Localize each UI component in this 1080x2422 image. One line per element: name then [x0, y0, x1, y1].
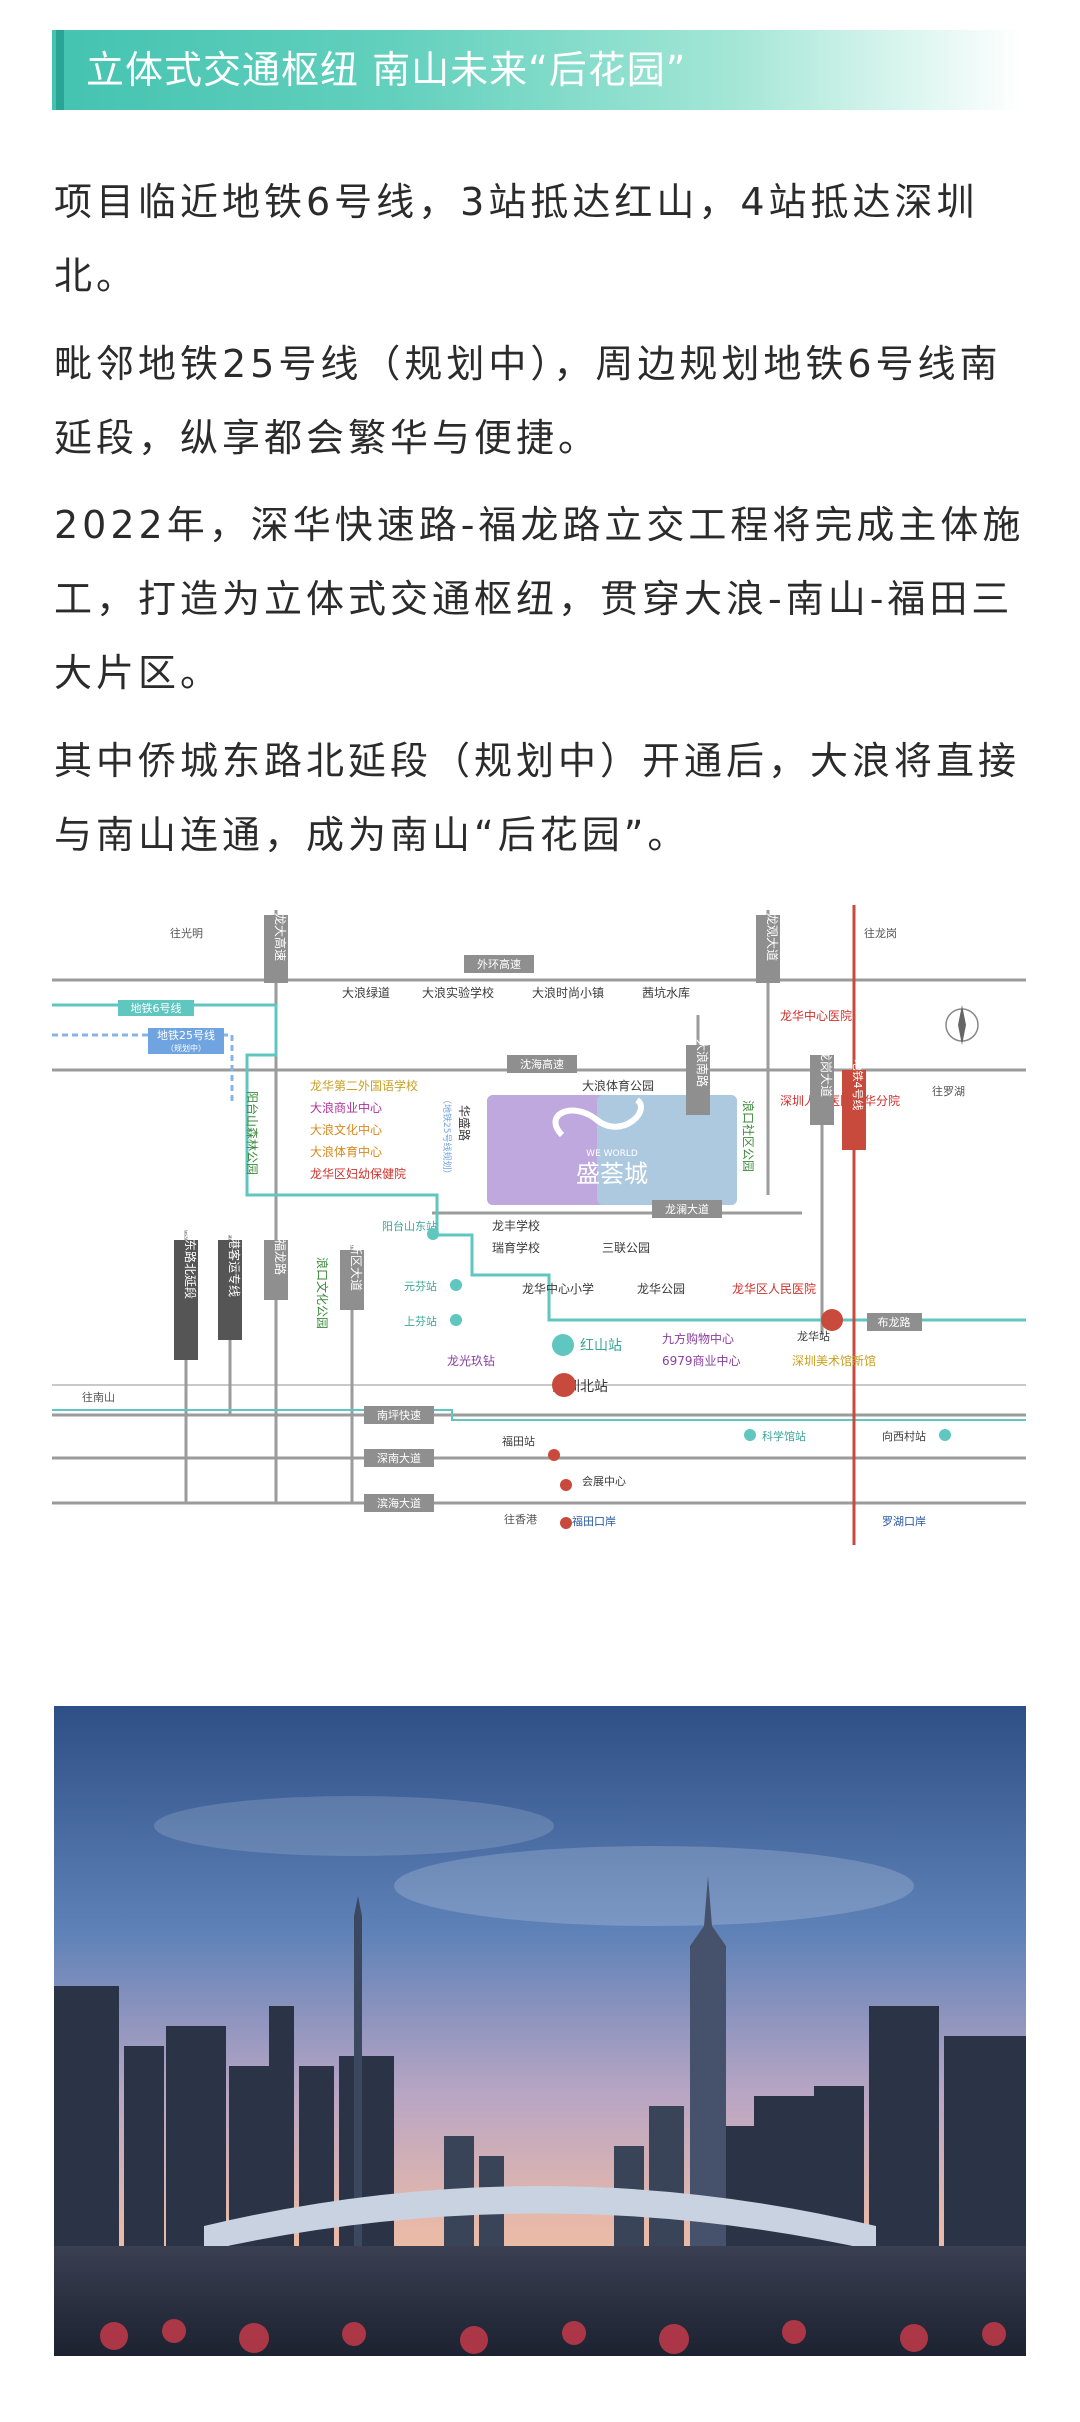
label-line4: 地铁4号线	[851, 1060, 865, 1111]
station-yangtaishan-east: 阳台山东站	[382, 1219, 437, 1233]
station-hongshan: 红山站	[580, 1338, 622, 1354]
metro-line25	[52, 1033, 234, 1105]
poi-6979-center: 6979商业中心	[662, 1353, 741, 1368]
civic-center-roof	[204, 2186, 876, 2251]
label-dalang-south: 大浪南路	[695, 1039, 710, 1087]
station-icon	[560, 1479, 572, 1491]
poi-longfeng-school: 龙丰学校	[492, 1218, 540, 1233]
paragraph-metro-line6: 项目临近地铁6号线，3站抵达红山，4站抵达深圳北。	[54, 180, 979, 298]
city-skyline-photo	[54, 1706, 1026, 2356]
poi-longhua-central-hospital: 龙华中心医院	[780, 1008, 852, 1023]
station-icon	[744, 1429, 756, 1441]
dir-hongkong: 往香港	[504, 1512, 537, 1526]
station-huizhan: 会展中心	[582, 1475, 626, 1488]
station-icon	[450, 1314, 462, 1326]
poi-dalang-school: 大浪实验学校	[422, 985, 494, 1000]
label-bulong: 布龙路	[878, 1316, 911, 1329]
poi-longguang-jiuzuan: 龙光玖钻	[447, 1353, 495, 1368]
label-nanping: 南坪快速	[377, 1409, 421, 1422]
poi-longhua-primary: 龙华中心小学	[522, 1281, 594, 1296]
poi-longhua-foreign-school: 龙华第二外国语学校	[310, 1078, 418, 1093]
dir-luohu: 往罗湖	[932, 1084, 965, 1098]
station-icon	[450, 1279, 462, 1291]
label-longda: 龙大高速	[273, 913, 288, 961]
poi-shenzhen-people-hospital: 深圳人民医院龙华分院	[780, 1094, 900, 1108]
label-binhai: 滨海大道	[377, 1496, 421, 1510]
dir-nanshan: 往南山	[82, 1390, 115, 1404]
station-yuanfen: 元芬站	[404, 1279, 437, 1293]
station-icon	[560, 1517, 572, 1529]
paragraph-interchange: 2022年，深华快速路-福龙路立交工程将完成主体施工，打造为立体式交通枢纽，贯穿…	[54, 503, 1025, 695]
station-icon	[939, 1429, 951, 1441]
poi-dalang-greenway: 大浪绿道	[342, 985, 390, 1000]
poi-dalang-town: 大浪时尚小镇	[532, 985, 604, 1000]
label-langkou-community: 浪口社区公园	[741, 1100, 756, 1172]
dir-longgang: 往龙岗	[864, 926, 897, 940]
paragraph-qiaocheng-road: 其中侨城东路北延段（规划中）开通后，大浪将直接与南山连通，成为南山“后花园”。	[54, 739, 1021, 857]
label-guangshen: 广深港客运专线	[227, 1213, 242, 1297]
project-name: 盛荟城	[576, 1160, 648, 1188]
poi-art-museum: 深圳美术馆新馆	[792, 1353, 876, 1368]
section-header: 立体式交通枢纽 南山未来“后花园”	[52, 30, 1022, 110]
label-shenhai: 沈海高速	[520, 1057, 564, 1071]
poi-dalang-culture: 大浪文化中心	[310, 1122, 382, 1137]
dir-guangming: 往光明	[170, 926, 203, 940]
paragraph-metro-line25: 毗邻地铁25号线（规划中），周边规划地铁6号线南延段，纵享都会繁华与便捷。	[54, 342, 1002, 460]
label-shennan: 深南大道	[377, 1451, 421, 1465]
label-langkou-park: 浪口文化公园	[315, 1257, 330, 1329]
station-icon	[548, 1449, 560, 1461]
label-line25: 地铁25号线	[157, 1028, 215, 1042]
poi-maternal-hospital: 龙华区妇幼保健院	[310, 1167, 406, 1181]
station-shangfen: 上芬站	[404, 1314, 437, 1328]
label-fulong: 福龙路	[273, 1239, 288, 1275]
section-title: 立体式交通枢纽 南山未来“后花园”	[86, 48, 687, 92]
poi-jiufang-mall: 九方购物中心	[662, 1331, 734, 1346]
location-map: 盛荟城 WE WORLD 外环高速 沈海高速 龙澜大道 布龙路 南坪快速 深南大…	[52, 895, 1026, 1545]
poi-dalang-sports: 大浪体育中心	[310, 1144, 382, 1159]
station-futian-port: 福田口岸	[572, 1514, 616, 1528]
label-huasheng: 华盛路	[457, 1105, 472, 1141]
poi-longhua-park: 龙华公园	[637, 1282, 685, 1296]
station-icon	[427, 1228, 439, 1240]
poi-ruiyu-school: 瑞育学校	[492, 1240, 540, 1255]
label-huasheng-note: （地铁25号线规划）	[441, 1095, 453, 1178]
label-yangtaishan-park: 阳台山森林公园	[245, 1091, 260, 1175]
label-line6: 地铁6号线	[131, 1001, 182, 1015]
metro-line6	[52, 1003, 1026, 1322]
project-brand: WE WORLD	[586, 1149, 638, 1159]
station-kexueguan: 科学馆站	[762, 1429, 806, 1443]
label-longgang: 龙岗大道	[819, 1049, 833, 1097]
poi-longhua-hospital: 龙华区人民医院	[732, 1282, 816, 1296]
label-line25-note: （规划中）	[166, 1043, 206, 1053]
station-longhua: 龙华站	[797, 1329, 830, 1343]
header-accent-bar	[56, 30, 64, 110]
label-qiaocheng: 侨城东路北延段	[183, 1215, 198, 1299]
label-longlan: 龙澜大道	[665, 1202, 709, 1216]
station-futian: 福田站	[502, 1434, 535, 1448]
station-luohu-port: 罗湖口岸	[882, 1515, 926, 1528]
label-waihuan: 外环高速	[477, 957, 521, 971]
station-icon	[552, 1373, 576, 1397]
poi-sanlian-park: 三联公园	[602, 1241, 650, 1255]
project-logo-icon	[552, 1097, 644, 1138]
label-longguan: 龙观大道	[765, 913, 779, 961]
label-xinqu: 新区大道	[349, 1243, 364, 1291]
poi-qiankeng-reservoir: 茜坑水库	[642, 985, 690, 1000]
station-icon	[821, 1309, 843, 1331]
poi-dalang-commercial: 大浪商业中心	[310, 1100, 382, 1115]
station-xiangxicun: 向西村站	[882, 1429, 926, 1443]
poi-dalang-sports-park: 大浪体育公园	[582, 1078, 654, 1093]
station-icon	[552, 1334, 574, 1356]
pingan-tower	[690, 1876, 726, 2306]
